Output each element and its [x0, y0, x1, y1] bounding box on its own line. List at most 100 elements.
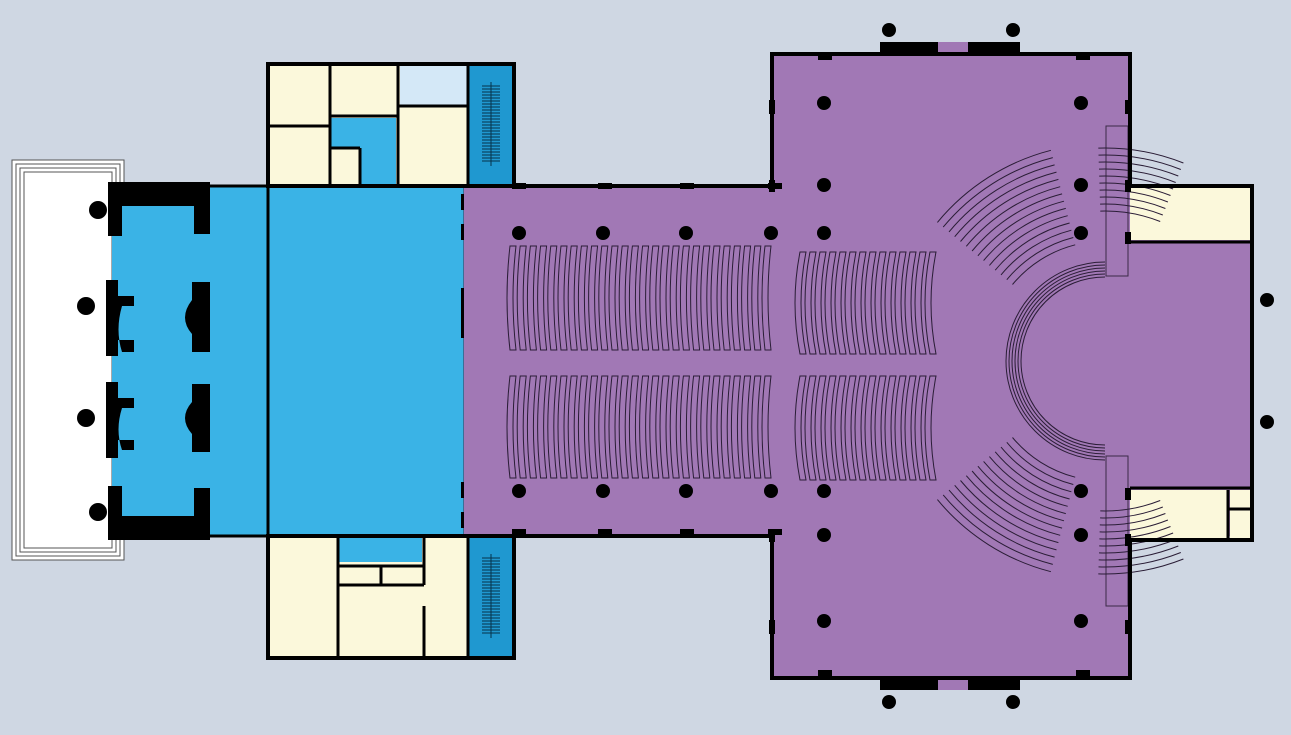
- inner-pier-lower: [185, 384, 210, 452]
- column-icon: [1074, 96, 1088, 110]
- pew-icon: [700, 245, 711, 351]
- pew-icon: [1098, 147, 1184, 164]
- pew-icon: [884, 251, 897, 355]
- lower-rooms-outline: [266, 534, 516, 660]
- pew-icon: [516, 375, 527, 479]
- pew-icon: [720, 245, 731, 351]
- pew-icon: [864, 375, 877, 481]
- nave-outline: [470, 52, 1254, 680]
- pew-icon: [690, 375, 701, 479]
- facade-pier-bottom: [108, 486, 210, 540]
- column-icon: [596, 484, 610, 498]
- facade-pier-top: [108, 182, 210, 236]
- column-icon: [764, 484, 778, 498]
- side-aisle-bench: [1105, 125, 1129, 277]
- pew-icon: [874, 375, 887, 481]
- pew-icon: [942, 157, 1053, 228]
- pew-icon: [894, 375, 907, 481]
- pew-icon: [1000, 446, 1072, 493]
- pew-icon: [983, 207, 1066, 261]
- upper-corridor: [330, 118, 396, 186]
- pew-icon: [598, 245, 609, 351]
- pew-icon: [844, 251, 857, 355]
- pew-icon: [1098, 154, 1181, 170]
- pew-icon: [710, 375, 721, 479]
- column-icon: [1074, 614, 1088, 628]
- pew-icon: [628, 245, 639, 351]
- pew-icon: [598, 375, 609, 479]
- pew-icon: [954, 484, 1057, 551]
- pew-icon: [854, 251, 867, 355]
- columns: [512, 23, 1274, 709]
- pew-icon: [659, 375, 670, 479]
- pew-icon: [1098, 161, 1179, 177]
- pew-icon: [506, 245, 517, 351]
- column-icon: [77, 297, 95, 315]
- column-icon: [89, 201, 107, 219]
- column-icon: [89, 503, 107, 521]
- pew-icon: [1098, 545, 1179, 561]
- pew-icon: [1098, 552, 1181, 568]
- pew-icon: [761, 245, 772, 351]
- pew-icon: [649, 245, 660, 351]
- south-door-step: [880, 678, 938, 690]
- pew-icon: [942, 494, 1053, 565]
- pew-icon: [904, 251, 917, 355]
- pilaster: [818, 670, 832, 678]
- pew-icon: [924, 251, 937, 355]
- pilaster: [680, 529, 694, 535]
- column-icon: [1260, 415, 1274, 429]
- sacristy-closet: [1230, 490, 1250, 508]
- column-icon: [596, 226, 610, 240]
- pew-icon: [700, 375, 711, 479]
- pew-icon: [948, 489, 1055, 558]
- pew-icon: [567, 245, 578, 351]
- column-icon: [882, 695, 896, 709]
- pew-icon: [1012, 437, 1076, 478]
- south-door-step: [968, 678, 1020, 690]
- column-icon: [512, 484, 526, 498]
- pew-icon: [965, 186, 1061, 247]
- pew-icon: [960, 178, 1059, 242]
- pew-icon: [1099, 519, 1169, 533]
- pew-icon: [1100, 506, 1163, 519]
- facade-pier-upper-mid: [106, 280, 134, 356]
- column-icon: [1074, 484, 1088, 498]
- pew-icon: [844, 375, 857, 481]
- column-icon: [817, 178, 831, 192]
- pew-icon: [1098, 168, 1176, 183]
- pew-icon: [669, 245, 680, 351]
- column-icon: [1074, 226, 1088, 240]
- pew-icon: [741, 375, 752, 479]
- pew-icon: [977, 465, 1065, 522]
- pew-icon: [924, 375, 937, 481]
- altar-step-icon: [1017, 273, 1106, 449]
- pew-icon: [720, 375, 731, 479]
- pew-icon: [679, 245, 690, 351]
- pew-icon: [547, 375, 558, 479]
- nave-floor: [464, 56, 1250, 676]
- pew-icon: [628, 375, 639, 479]
- pilaster: [1076, 670, 1090, 678]
- pew-icon: [608, 375, 619, 479]
- pew-icon: [751, 375, 762, 479]
- pew-icon: [914, 375, 927, 481]
- pew-icon: [1099, 196, 1166, 209]
- column-icon: [1074, 178, 1088, 192]
- pew-icon: [814, 251, 827, 355]
- pew-icon: [1099, 189, 1169, 203]
- pew-icon: [1100, 203, 1163, 216]
- pew-icon: [741, 245, 752, 351]
- pew-icon: [567, 375, 578, 479]
- pew-icon: [937, 149, 1052, 223]
- pew-icon: [1100, 210, 1161, 222]
- narthex: [77, 182, 268, 540]
- pew-icon: [937, 499, 1052, 573]
- column-icon: [882, 23, 896, 37]
- pew-icon: [904, 375, 917, 481]
- pew-icon: [971, 470, 1063, 529]
- pew-icon: [1012, 244, 1076, 285]
- pew-icon: [557, 375, 568, 479]
- pew-icon: [1099, 526, 1171, 540]
